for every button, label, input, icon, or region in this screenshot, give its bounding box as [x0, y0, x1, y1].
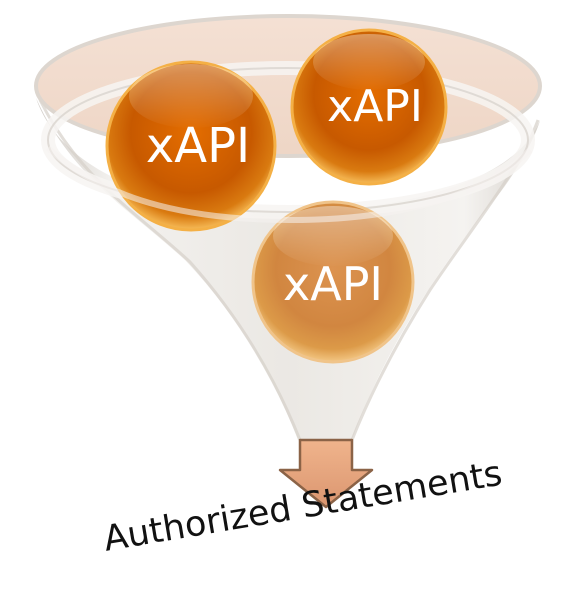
- xapi-label-left: xAPI: [146, 118, 250, 174]
- arrow-down-icon: [278, 438, 374, 509]
- xapi-ball-right: xAPI: [290, 28, 448, 186]
- xapi-ball-bottom: xAPI: [251, 200, 415, 364]
- xapi-ball-left: xAPI: [105, 60, 277, 232]
- xapi-label-bottom: xAPI: [283, 257, 383, 311]
- xapi-label-right: xAPI: [327, 81, 423, 132]
